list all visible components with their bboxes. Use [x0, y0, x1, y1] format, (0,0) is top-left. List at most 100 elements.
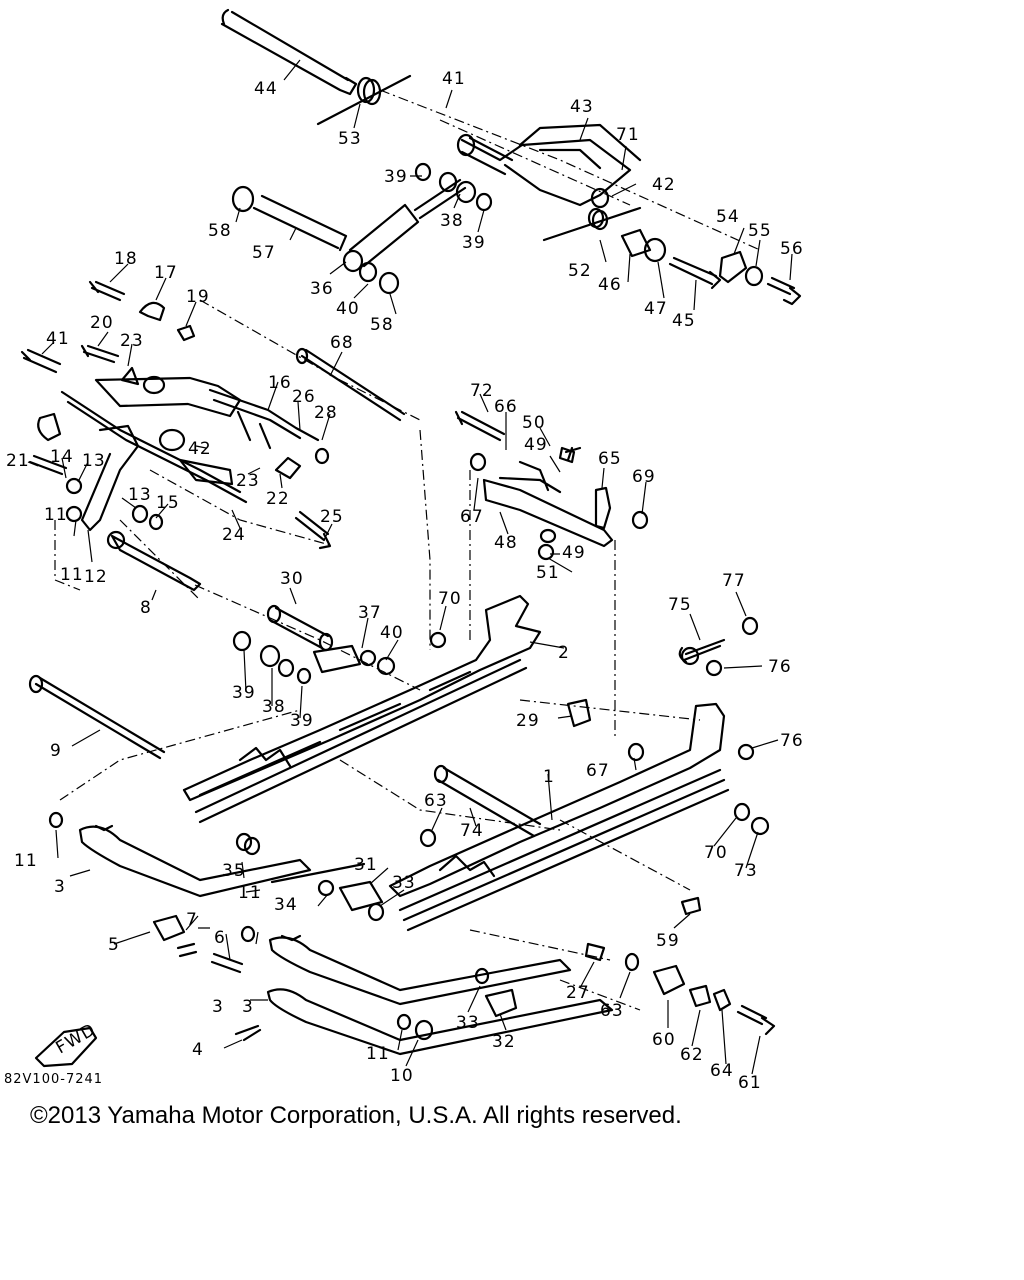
- callout-label: 39: [232, 683, 256, 703]
- callout-label: 72: [470, 381, 494, 401]
- callout-label: 48: [494, 533, 518, 553]
- callout-label: 26: [292, 387, 316, 407]
- callout-label: 42: [652, 175, 676, 195]
- callout-label: 8: [140, 598, 152, 618]
- upper-arm-assembly: [456, 123, 642, 242]
- rod-9: [28, 674, 166, 760]
- callout-label: 67: [460, 507, 484, 527]
- slide-rail-lower: [388, 702, 730, 932]
- callout-label: 28: [314, 403, 338, 423]
- callout-label: 27: [566, 983, 590, 1003]
- callout-label: 61: [738, 1073, 762, 1090]
- callout-label: 14: [50, 447, 74, 467]
- callout-label: 58: [208, 221, 232, 241]
- upper-left-hardware: [20, 280, 196, 386]
- callout-label: 33: [392, 873, 416, 893]
- callout-label: 1: [543, 767, 555, 787]
- callout-label: 47: [644, 299, 668, 319]
- callout-label: 2: [558, 643, 570, 663]
- callout-leaders: [27, 59, 793, 1075]
- callout-label: 11: [60, 565, 84, 585]
- callout-label: 62: [680, 1045, 704, 1065]
- callout-label: 71: [616, 125, 640, 145]
- callout-label: 39: [384, 167, 408, 187]
- callout-label: 4: [192, 1040, 204, 1060]
- callout-label: 38: [262, 697, 286, 717]
- callout-label: 64: [710, 1061, 734, 1081]
- callout-label: 24: [222, 525, 246, 545]
- forward-arrow-badge: FWD: [34, 1020, 100, 1068]
- callout-label: 52: [568, 261, 592, 281]
- callout-label: 53: [338, 129, 362, 149]
- callout-label: 56: [780, 239, 804, 259]
- callout-label: 43: [570, 97, 594, 117]
- copyright-notice: ©2013 Yamaha Motor Corporation, U.S.A. A…: [30, 1102, 682, 1129]
- callout-label: 13: [128, 485, 152, 505]
- callout-label: 66: [494, 397, 518, 417]
- callout-label: 73: [734, 861, 758, 881]
- callout-label: 70: [438, 589, 462, 609]
- callout-label: 3: [242, 997, 254, 1017]
- callout-label: 17: [154, 263, 178, 283]
- callout-label: 60: [652, 1030, 676, 1050]
- callout-label: 20: [90, 313, 114, 333]
- bolt-68: [295, 347, 406, 422]
- callout-label: 5: [108, 935, 120, 955]
- callout-labels: 1 2 3 3 3 4 5 6 7 8 9 10 11 11 11 11 11 …: [6, 69, 804, 1090]
- callout-label: 19: [186, 287, 210, 307]
- callout-label: 31: [354, 855, 378, 875]
- callout-label: 3: [54, 877, 66, 897]
- callout-label: 76: [768, 657, 792, 677]
- callout-label: 46: [598, 275, 622, 295]
- callout-label: 75: [668, 595, 692, 615]
- pivot-hardware-right: [620, 228, 802, 306]
- ski-runner-middle: [268, 934, 572, 1006]
- callout-label: 11: [44, 505, 68, 525]
- callout-label: 55: [748, 221, 772, 241]
- callout-label: 15: [156, 493, 180, 513]
- callout-label: 13: [82, 451, 106, 471]
- rear-arm-assembly: [454, 410, 649, 561]
- callout-label: 9: [50, 741, 62, 761]
- callout-label: 63: [600, 1001, 624, 1021]
- callout-label: 49: [562, 543, 586, 563]
- callout-label: 25: [320, 507, 344, 527]
- ski-runner-front: [78, 824, 312, 898]
- shaft-44: [220, 8, 412, 126]
- callout-label: 36: [310, 279, 334, 299]
- callout-label: 40: [380, 623, 404, 643]
- callout-label: 58: [370, 315, 394, 335]
- swing-arm-assembly: [28, 375, 332, 592]
- callout-label: 22: [266, 489, 290, 509]
- callout-label: 68: [330, 333, 354, 353]
- callout-label: 30: [280, 569, 304, 589]
- callout-label: 23: [236, 471, 260, 491]
- callout-label: 16: [268, 373, 292, 393]
- callout-label: 11: [238, 883, 262, 903]
- assembly-guide-lines: [54, 89, 761, 1011]
- callout-label: 77: [722, 571, 746, 591]
- callout-label: 11: [14, 851, 38, 871]
- callout-label: 50: [522, 413, 546, 433]
- callout-label: 65: [598, 449, 622, 469]
- callout-label: 49: [524, 435, 548, 455]
- diagram-reference-code: 82V100-7241: [4, 1072, 104, 1087]
- cross-shaft-30: [232, 604, 396, 685]
- callout-label: 6: [214, 928, 226, 948]
- callout-label: 74: [460, 821, 484, 841]
- callout-label: 33: [456, 1013, 480, 1033]
- exploded-parts-diagram: FWD 1 2 3 3 3 4 5 6 7 8 9 10 11 11 11 11…: [6, 8, 804, 1090]
- callout-label: 10: [390, 1066, 414, 1086]
- callout-label: 7: [186, 910, 198, 930]
- fwd-label: FWD: [53, 1020, 100, 1059]
- shaft-74: [433, 764, 542, 838]
- callout-label: 23: [120, 331, 144, 351]
- callout-label: 42: [188, 439, 212, 459]
- callout-label: 54: [716, 207, 740, 227]
- callout-label: 51: [536, 563, 560, 583]
- callout-label: 40: [336, 299, 360, 319]
- callout-label: 57: [252, 243, 276, 263]
- callout-label: 63: [424, 791, 448, 811]
- callout-label: 69: [632, 467, 656, 487]
